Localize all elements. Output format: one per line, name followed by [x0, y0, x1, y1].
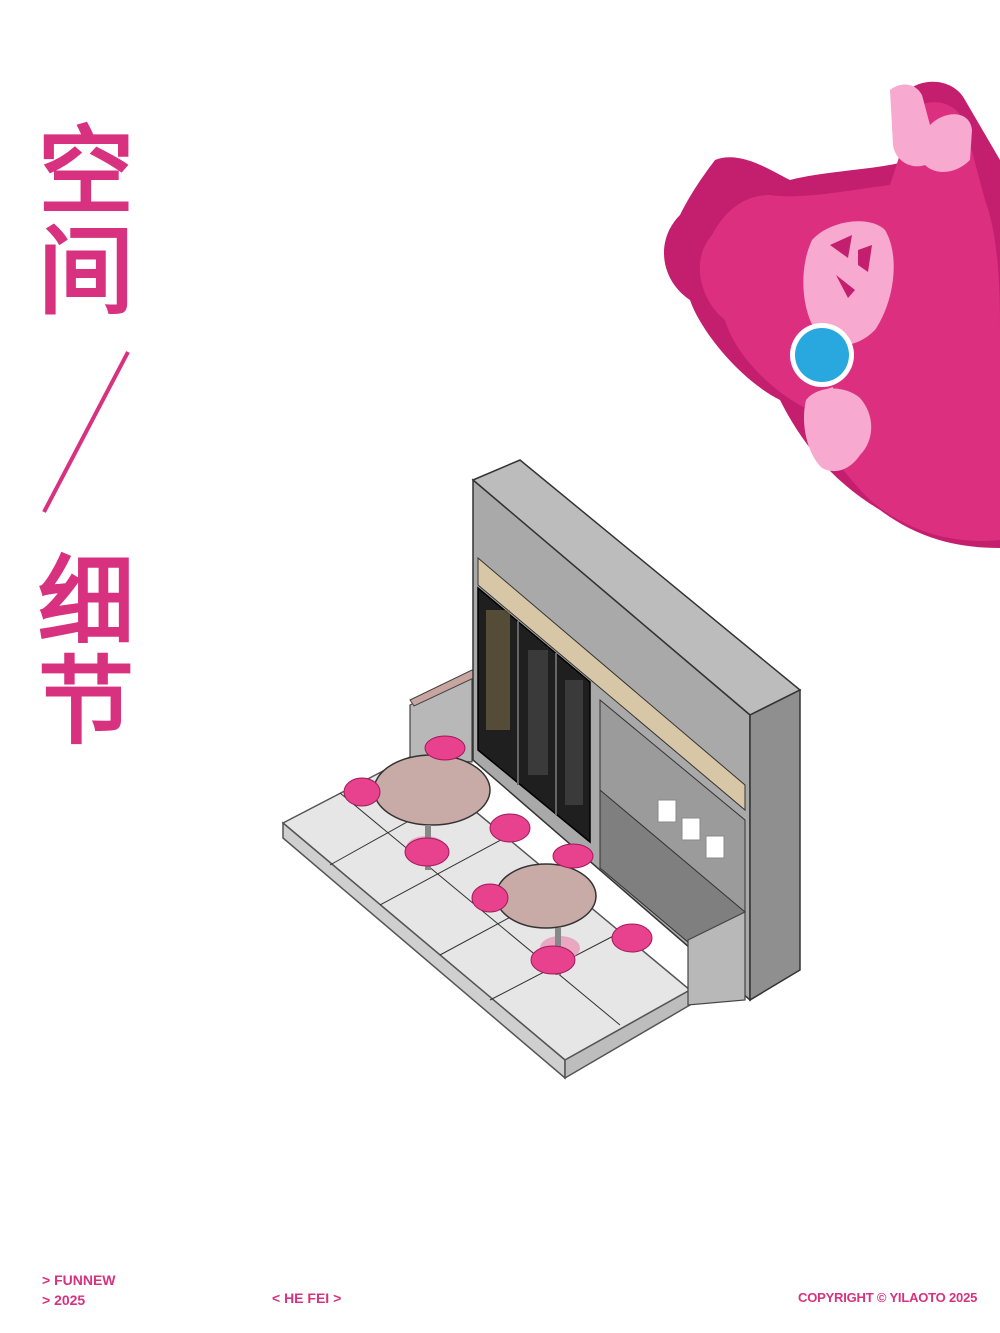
footer-year: > 2025	[42, 1292, 86, 1308]
title-char-1: 空	[38, 116, 134, 228]
footer-city: < HE FEI >	[272, 1290, 342, 1306]
footer: > FUNNEW > 2025 < HE FEI > COPYRIGHT © Y…	[0, 1268, 1000, 1308]
isometric-cafe-corner-icon	[281, 459, 802, 1080]
footer-brand: > FUNNEW > 2025	[42, 1270, 116, 1310]
pink-creature-with-magnifier-icon	[663, 81, 1000, 548]
vertical-title: 空 间 细 节	[38, 122, 138, 752]
footer-brand-name: > FUNNEW	[42, 1272, 116, 1288]
footer-copyright: COPYRIGHT © YILAOTO 2025	[798, 1290, 978, 1305]
title-char-4: 节	[38, 646, 134, 758]
title-char-3: 细	[38, 546, 134, 658]
title-char-2: 间	[38, 216, 134, 328]
